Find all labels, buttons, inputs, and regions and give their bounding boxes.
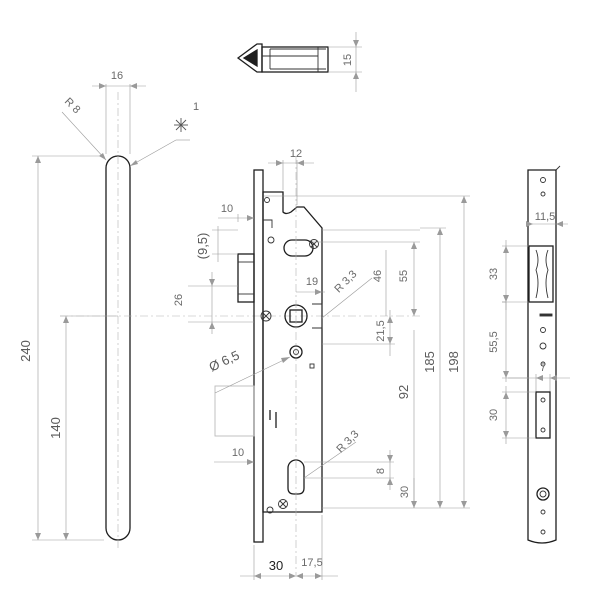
- dim-17-5-label: 17,5: [301, 557, 322, 569]
- dim-21-5-label: 21,5: [375, 320, 387, 341]
- dim-19-label: 19: [306, 276, 318, 288]
- dim-55-label: 55: [398, 270, 410, 282]
- dim-10-top-label: 10: [221, 203, 233, 215]
- dim-26-label: 26: [173, 294, 185, 306]
- strike-7-label: 7: [540, 362, 546, 374]
- dim-198-label: 198: [446, 351, 461, 373]
- diameter-6-5-label: Ø 6,5: [207, 347, 242, 374]
- strike-11-5-label: 11,5: [535, 211, 556, 223]
- dim-12-label: 12: [290, 148, 302, 160]
- dim-240-label: 240: [18, 340, 33, 362]
- star-marker-icon: [174, 118, 188, 132]
- dim-16-label: 16: [111, 70, 123, 82]
- dim-9-5-label: (9,5): [195, 233, 210, 260]
- dim-backset-30-label: 30: [269, 558, 283, 573]
- lock-body-view: [214, 156, 323, 575]
- strike-55-5-label: 55,5: [488, 331, 500, 352]
- faceplate-side-view: 16 R 8 1 240 140: [18, 70, 199, 548]
- latch-detail-view: 15: [236, 32, 362, 92]
- marker-1-label: 1: [193, 101, 199, 113]
- dim-92-label: 92: [396, 385, 411, 399]
- dim-15-label: 15: [342, 54, 354, 66]
- dim-30-cylinder-label: 30: [399, 486, 411, 498]
- strike-plate-view: 11,5 33 55,5 7 30: [488, 165, 570, 544]
- dim-140-label: 140: [48, 417, 63, 439]
- strike-33-label: 33: [488, 268, 500, 280]
- radius-8-label: R 8: [62, 96, 83, 117]
- dim-46-label: 46: [372, 270, 384, 282]
- lock-body-dimensions: 12 10 (9,5) 26 19 R 3,3 46 55: [173, 148, 470, 580]
- dim-10-bottom-label: 10: [232, 447, 244, 459]
- radius-3-3-bottom-label: R 3,3: [334, 428, 361, 455]
- dim-8-label: 8: [375, 468, 387, 474]
- strike-30-label: 30: [488, 409, 500, 421]
- dim-185-label: 185: [422, 351, 437, 373]
